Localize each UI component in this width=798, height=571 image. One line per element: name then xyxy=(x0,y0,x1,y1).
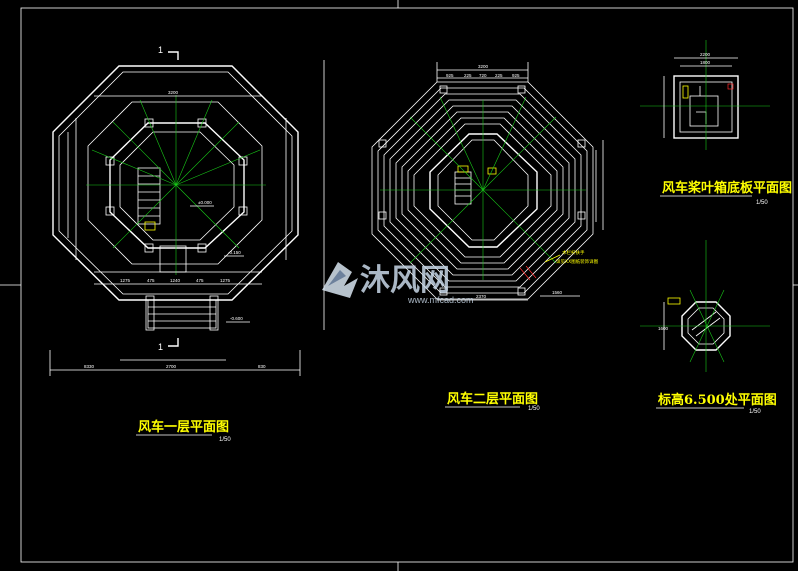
floor1-columns xyxy=(105,118,248,253)
floor1-mid-octagon xyxy=(87,101,263,265)
floor1-dim-base-2: 2700 xyxy=(166,364,177,369)
floor2-note: 木栏杆扶手 xyxy=(562,249,585,256)
floor1-elev-0: ±0.000 xyxy=(198,200,212,205)
watermark-url: www.mfcad.com xyxy=(407,295,474,305)
floor1-dim-bottom-2: 475 xyxy=(147,278,155,283)
floor2-dimensions xyxy=(436,62,604,301)
floor2-note-leader xyxy=(544,254,561,263)
floor1-outer-octagon xyxy=(52,65,299,301)
floor2-dim-top-3: 720 xyxy=(479,73,487,78)
floor1-section-mark-bottom: 1 xyxy=(158,338,179,352)
watermark: 沐风网 www.mfcad.com xyxy=(322,262,474,305)
floor1-dimensions xyxy=(49,60,325,376)
elev-plan-title: 标高6.500处平面图 xyxy=(657,392,777,408)
floor1-title: 风车一层平面图 xyxy=(138,419,229,435)
floor1-entrance xyxy=(159,245,187,273)
elev-plan-scale: 1/50 xyxy=(749,409,761,415)
svg-text:1: 1 xyxy=(158,342,163,352)
floor2-railing-posts xyxy=(378,85,586,296)
floor2-hatch xyxy=(519,265,537,281)
watermark-logo-icon xyxy=(322,262,358,298)
floor1-outer-octagon-inner xyxy=(58,71,293,295)
floor1-axes xyxy=(86,95,266,275)
floor2-title: 风车二层平面图 xyxy=(447,391,538,407)
floor1-dim-bottom-5: 1275 xyxy=(220,278,231,283)
floor1-plan: 3200 1275 475 1240 475 1275 8330 2700 83… xyxy=(49,45,325,443)
blade-box-dim-inner: 1800 xyxy=(700,60,711,65)
floor2-dim-top-5: 925 xyxy=(512,73,520,78)
floor1-elev-1: -0.150 xyxy=(228,250,241,255)
floor1-elev-2: -0.600 xyxy=(230,316,243,321)
watermark-brand: 沐风网 xyxy=(360,263,450,298)
floor2-dim-top-4: 225 xyxy=(495,73,503,78)
blade-box-title: 风车桨叶箱底板平面图 xyxy=(662,180,792,196)
floor1-dim-bottom-3: 1240 xyxy=(170,278,181,283)
floor1-dim-bottom-1: 1275 xyxy=(120,278,131,283)
svg-text:1: 1 xyxy=(158,45,163,55)
elev-6500-plan: 1600 标高6.500处平面图 1/50 xyxy=(640,240,777,415)
floor2-plan: 3200 925 225 720 225 925 2370 1560 木栏杆扶手… xyxy=(371,62,604,412)
floor2-scale: 1/50 xyxy=(528,406,540,412)
floor1-dim-top: 3200 xyxy=(168,90,179,95)
floor1-dim-base-1: 8330 xyxy=(84,364,95,369)
blade-box-scale: 1/50 xyxy=(756,200,768,206)
blade-box-plan: 2200 1800 风车桨叶箱底板平面图 1/50 xyxy=(640,40,792,206)
floor1-dim-base-3: 830 xyxy=(258,364,266,369)
floor2-dim-top-2: 225 xyxy=(464,73,472,78)
floor1-scale: 1/50 xyxy=(219,437,231,443)
floor1-porch xyxy=(145,295,219,331)
blade-box-dim-top: 2200 xyxy=(700,52,711,57)
floor2-dim-top-total: 3200 xyxy=(478,64,489,69)
floor2-dim-bottom-2: 1560 xyxy=(552,290,563,295)
floor1-section-mark-top: 1 xyxy=(158,45,179,60)
floor2-stair xyxy=(454,165,497,205)
floor2-dim-bottom-1: 2370 xyxy=(476,294,487,299)
floor1-stair xyxy=(137,167,161,231)
floor2-dim-top-1: 925 xyxy=(446,73,454,78)
elev-plan-dim: 1600 xyxy=(658,326,669,331)
floor1-wall-outer xyxy=(109,122,245,249)
floor2-note2: 详见XX图纸装饰详图 xyxy=(556,258,599,265)
floor2-axes xyxy=(380,96,586,280)
floor1-dim-bottom-4: 475 xyxy=(196,278,204,283)
floor1-wall-inner xyxy=(119,131,235,241)
